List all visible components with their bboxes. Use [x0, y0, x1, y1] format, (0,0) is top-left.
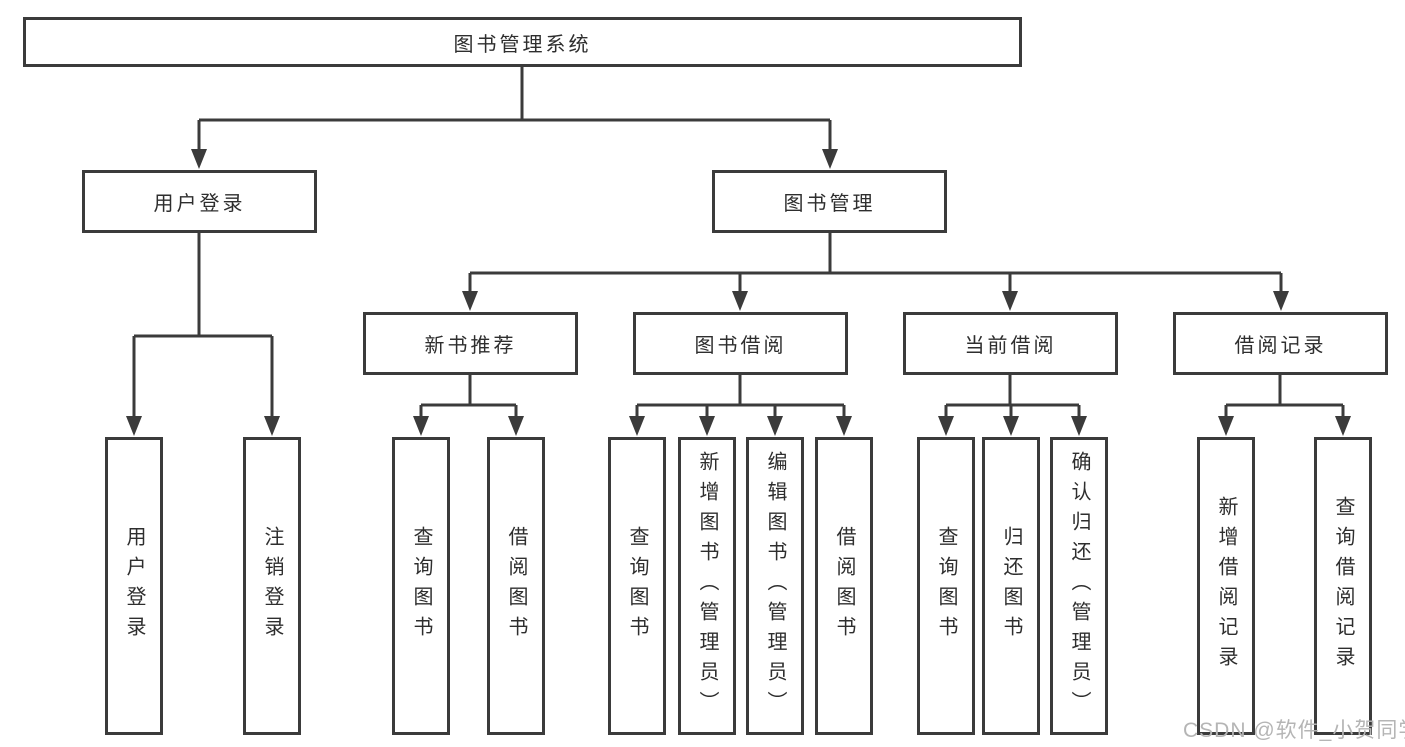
watermark: CSDN @软件_小贺同学: [1183, 719, 1405, 742]
leaf-edit-books-admin: 编辑图书（管理员）: [746, 437, 804, 735]
leaf-add-borrow-record: 新增借阅记录: [1197, 437, 1255, 735]
node-user-login: 用户登录: [82, 170, 317, 233]
leaf-add-books-admin: 新增图书（管理员）: [678, 437, 736, 735]
leaf-query-books-recommend: 查询图书: [392, 437, 450, 735]
leaf-query-books-borrowing: 查询图书: [608, 437, 666, 735]
leaf-query-books-current: 查询图书: [917, 437, 975, 735]
node-current-borrowing: 当前借阅: [903, 312, 1118, 375]
node-new-book-recommendation: 新书推荐: [363, 312, 578, 375]
leaf-borrow-books-recommend: 借阅图书: [487, 437, 545, 735]
node-book-borrowing: 图书借阅: [633, 312, 848, 375]
leaf-logout-login: 注销登录: [243, 437, 301, 735]
node-book-management: 图书管理: [712, 170, 947, 233]
arrowheads: [126, 149, 1351, 436]
node-root: 图书管理系统: [23, 17, 1022, 67]
leaf-confirm-return-admin: 确认归还（管理员）: [1050, 437, 1108, 735]
leaf-borrow-books-borrowing: 借阅图书: [815, 437, 873, 735]
leaf-return-books: 归还图书: [982, 437, 1040, 735]
node-borrowing-records: 借阅记录: [1173, 312, 1388, 375]
leaf-user-login: 用户登录: [105, 437, 163, 735]
leaf-query-borrow-record: 查询借阅记录: [1314, 437, 1372, 735]
